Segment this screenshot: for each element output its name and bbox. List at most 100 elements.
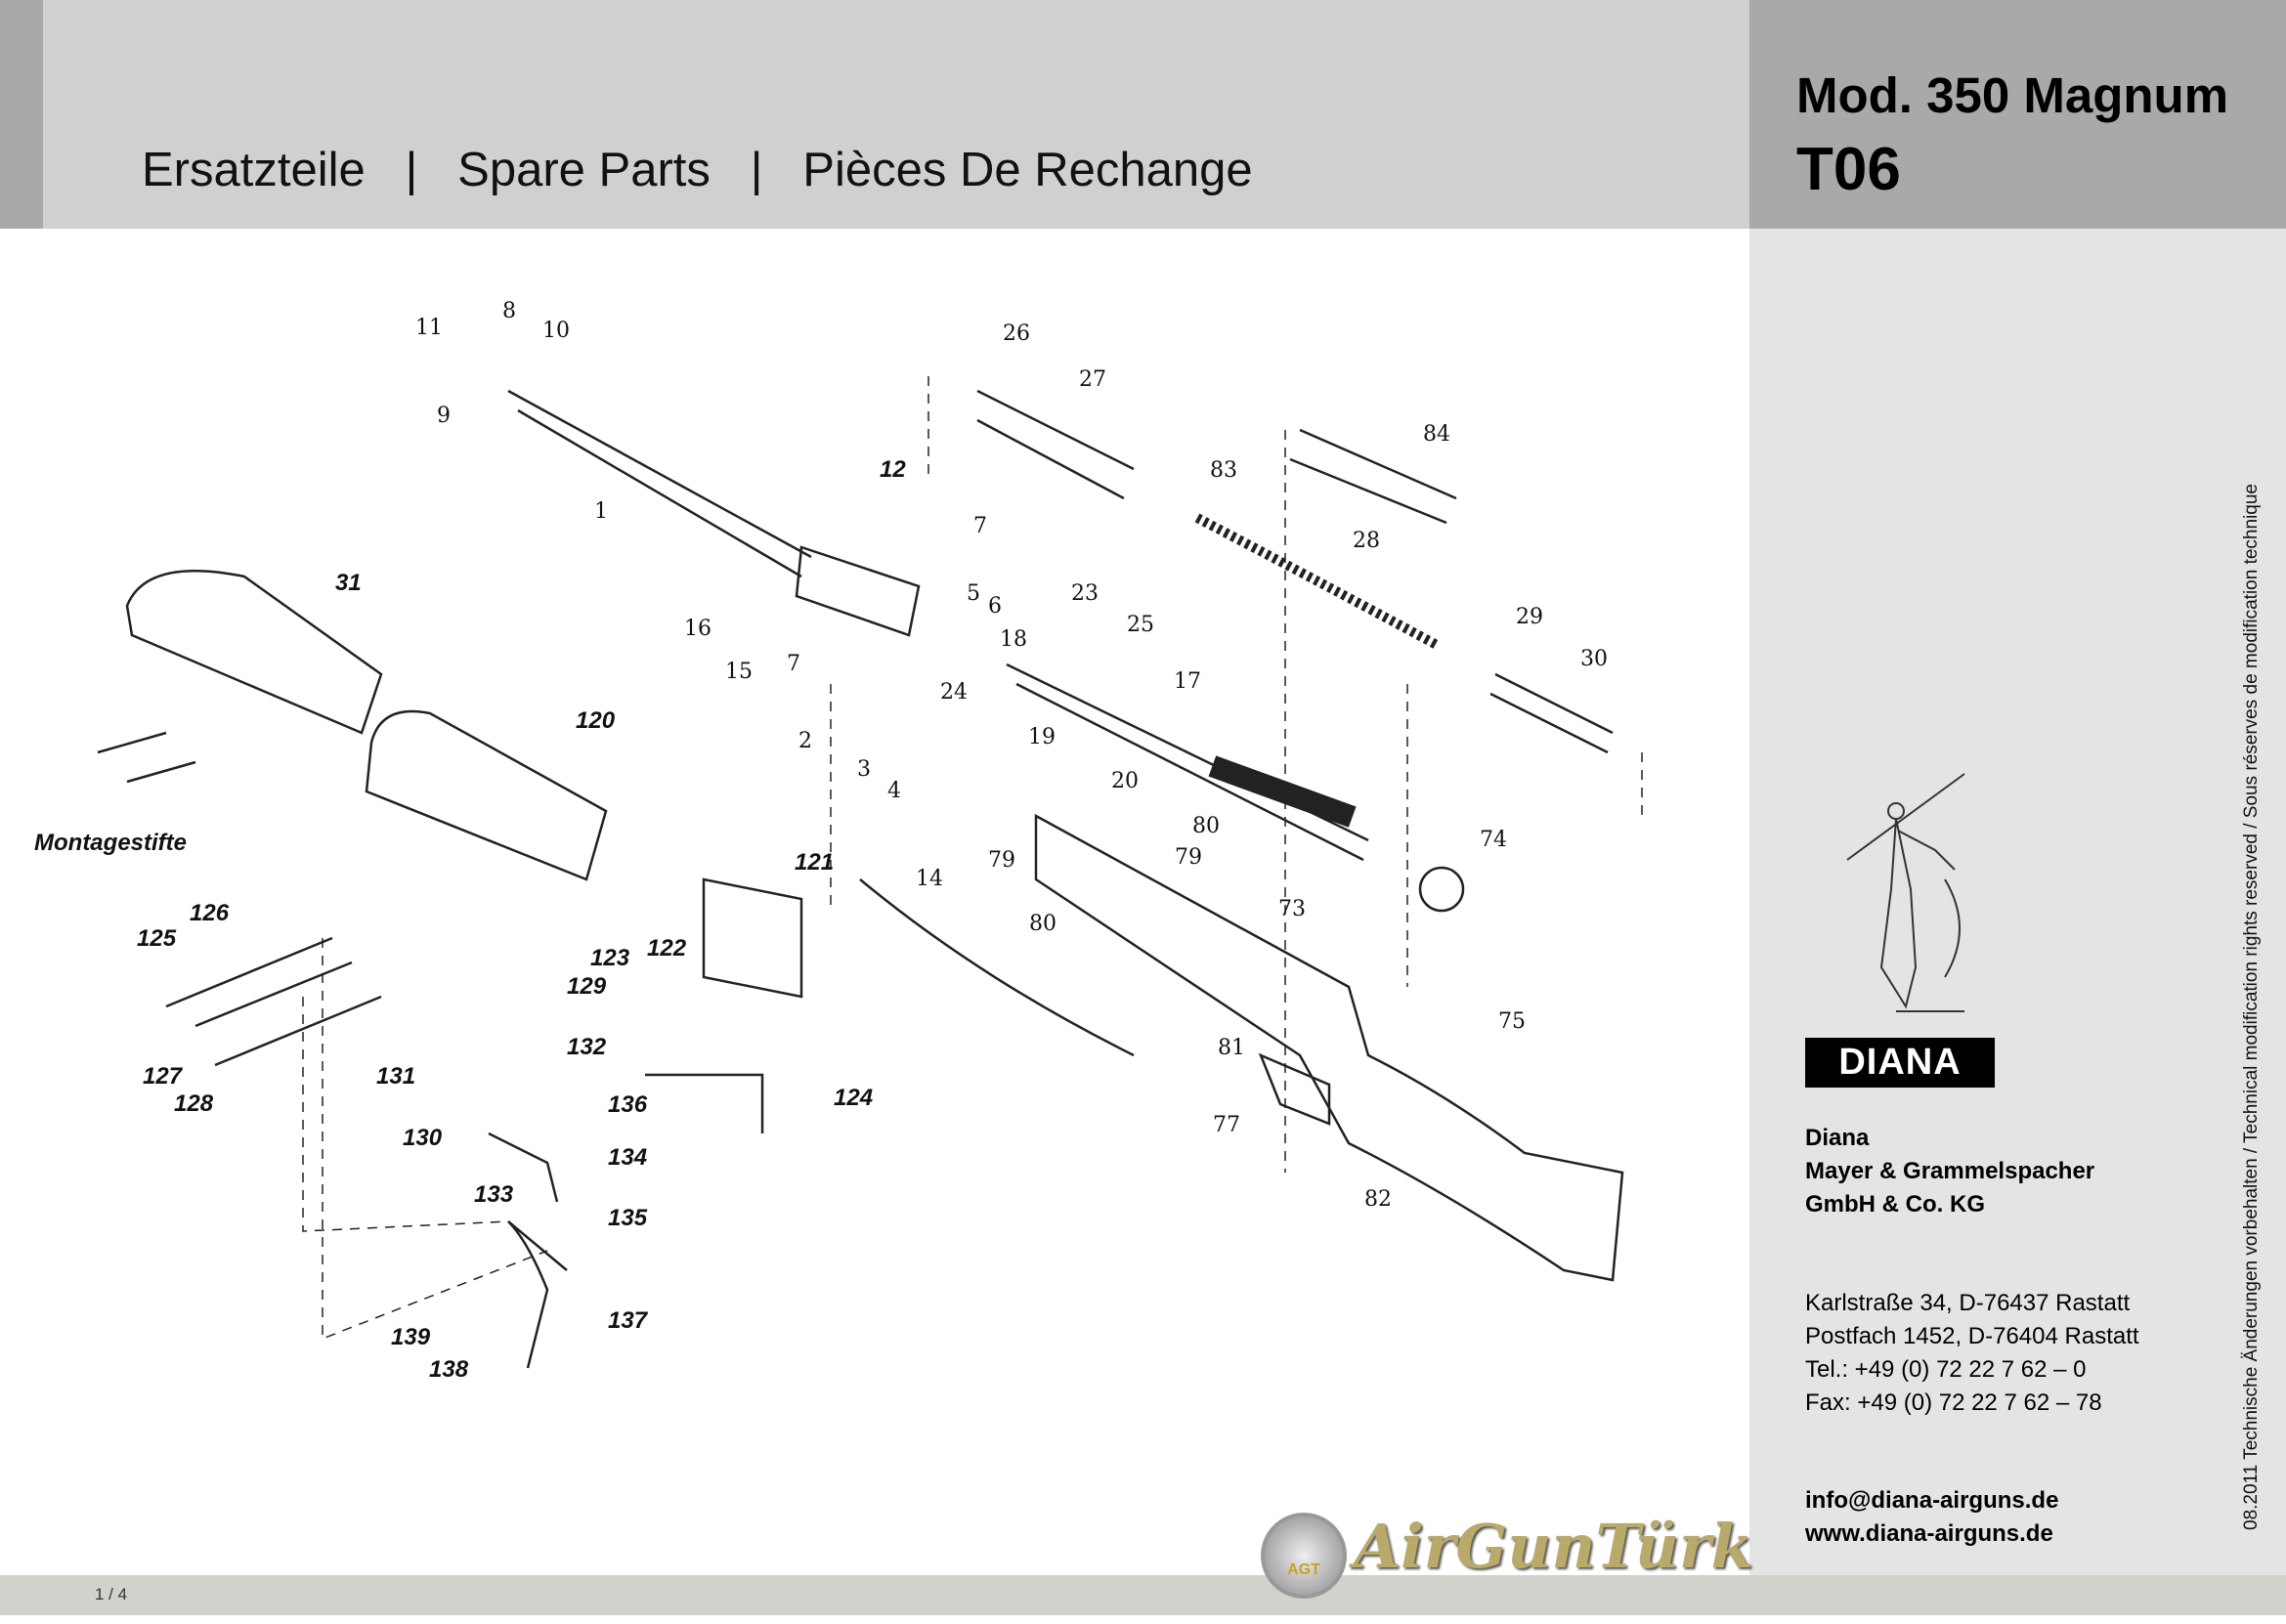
page-title: Ersatzteile | Spare Parts | Pièces De Re… [142, 144, 1253, 196]
part-number-label: 3 [857, 757, 871, 782]
company-address: Karlstraße 34, D-76437 Rastatt Postfach … [1805, 1287, 2139, 1420]
part-number-label: 81 [1218, 1036, 1245, 1060]
part-number-label: 79 [988, 848, 1015, 873]
footer-bar [0, 1575, 2286, 1615]
part-number-label: 84 [1423, 422, 1450, 447]
part-number-label: 125 [137, 925, 177, 952]
part-number-label: 120 [576, 707, 616, 734]
part-number-label: 4 [887, 779, 901, 803]
part-number-label: 5 [967, 581, 980, 606]
company-line: GmbH & Co. KG [1805, 1191, 1985, 1218]
part-number-label: 8 [502, 299, 516, 323]
mounting-pins [97, 731, 196, 784]
trigger-block-121 [702, 877, 803, 999]
part-number-label: 14 [916, 867, 943, 891]
part-number-label: 20 [1111, 769, 1139, 793]
website-link[interactable]: www.diana-airguns.de [1805, 1520, 2053, 1547]
part-number-label: 2 [798, 729, 812, 753]
part-number-label: 83 [1210, 458, 1237, 483]
watermark: AirGunTürk [1354, 1511, 1753, 1582]
model-name: Mod. 350 Magnum [1796, 67, 2229, 123]
part-number-label: 138 [429, 1356, 469, 1383]
stock-75 [1034, 813, 1624, 1282]
part-number-label: 123 [590, 945, 630, 971]
part-number-label: 25 [1127, 613, 1154, 637]
cylinder-31 [125, 570, 383, 735]
part-number-label: 133 [474, 1181, 514, 1208]
goddess-figure-icon [1846, 773, 1965, 1012]
phone: Tel.: +49 (0) 72 22 7 62 – 0 [1805, 1356, 2087, 1383]
model-code: T06 [1796, 136, 1901, 203]
part-number-label: 29 [1516, 605, 1543, 629]
modification-notice: 08.2011 Technische Änderungen vorbehalte… [2241, 484, 2262, 1530]
part-number-label: 12 [880, 456, 906, 483]
address-line: Karlstraße 34, D-76437 Rastatt [1805, 1290, 2131, 1316]
fax: Fax: +49 (0) 72 22 7 62 – 78 [1805, 1389, 2102, 1416]
part-number-label: 16 [684, 617, 712, 641]
piston [976, 389, 1135, 500]
part-number-label: 7 [973, 514, 987, 538]
breech-block [795, 545, 921, 637]
part-number-label: 31 [335, 570, 362, 596]
watermark-badge-icon: AGT [1261, 1513, 1347, 1599]
mounting-pins-label: Montagestifte [34, 830, 187, 856]
part-number-label: 80 [1029, 912, 1057, 936]
part-number-label: 10 [542, 319, 570, 343]
part-number-label: 28 [1353, 529, 1380, 553]
part-number-label: 131 [376, 1063, 415, 1090]
mainspring [1194, 513, 1440, 650]
part-number-label: 30 [1580, 647, 1608, 671]
pins-125-128 [165, 936, 382, 1067]
part-number-label: 82 [1364, 1187, 1392, 1212]
part-number-label: 127 [143, 1063, 184, 1090]
part-number-label: 24 [940, 680, 968, 705]
part-number-label: 139 [391, 1324, 431, 1350]
diagram-parts [97, 389, 1624, 1369]
part-number-label: 74 [1480, 828, 1507, 852]
part-number-label: 130 [403, 1125, 443, 1151]
company-line: Mayer & Grammelspacher [1805, 1158, 2095, 1184]
tube-84 [1289, 428, 1457, 525]
part-number-label: 136 [608, 1091, 648, 1118]
part-number-label: 132 [567, 1034, 607, 1060]
part-number-label: 15 [725, 660, 753, 684]
part-number-label: 11 [415, 316, 443, 340]
contact: info@diana-airguns.de www.diana-airguns.… [1805, 1484, 2058, 1551]
part-number-label: 79 [1175, 845, 1202, 870]
part-number-label: 77 [1213, 1113, 1240, 1137]
part-number-label: 121 [795, 849, 834, 876]
barrel [507, 389, 812, 578]
part-number-label: 18 [1000, 627, 1027, 652]
lever-124 [645, 1073, 764, 1133]
part-number-label: 124 [834, 1085, 873, 1111]
part-number-label: 135 [608, 1205, 648, 1231]
company-line: Diana [1805, 1125, 1870, 1151]
part-number-label: 134 [608, 1144, 647, 1171]
company-name: Diana Mayer & Grammelspacher GmbH & Co. … [1805, 1122, 2094, 1221]
part-number-label: 23 [1071, 581, 1099, 606]
part-number-label: 73 [1278, 897, 1306, 921]
page-number: 1 / 4 [95, 1585, 128, 1603]
spring-guide [1489, 672, 1614, 754]
header-bar [43, 0, 1749, 229]
part-number-label: 126 [190, 900, 230, 926]
part-number-label: 80 [1192, 814, 1220, 838]
part-number-label: 6 [988, 594, 1002, 619]
header-edge [0, 0, 43, 229]
cocking-lever-14 [859, 878, 1135, 1057]
part-number-label: 137 [608, 1307, 649, 1334]
part-number-label: 75 [1498, 1009, 1526, 1034]
part-number-label: 1 [594, 499, 608, 524]
part-number-label: 129 [567, 973, 607, 1000]
part-number-label: 128 [174, 1090, 214, 1117]
address-line: Postfach 1452, D-76404 Rastatt [1805, 1323, 2139, 1349]
trigger-137 [507, 1220, 568, 1369]
housing-120 [365, 709, 608, 881]
header-model-panel [1749, 0, 2286, 229]
part-number-label: 26 [1003, 321, 1030, 346]
email-link[interactable]: info@diana-airguns.de [1805, 1487, 2059, 1514]
sear-133 [488, 1132, 559, 1203]
diana-logo: DIANA [1805, 1038, 1995, 1088]
part-number-label: 7 [787, 652, 800, 676]
